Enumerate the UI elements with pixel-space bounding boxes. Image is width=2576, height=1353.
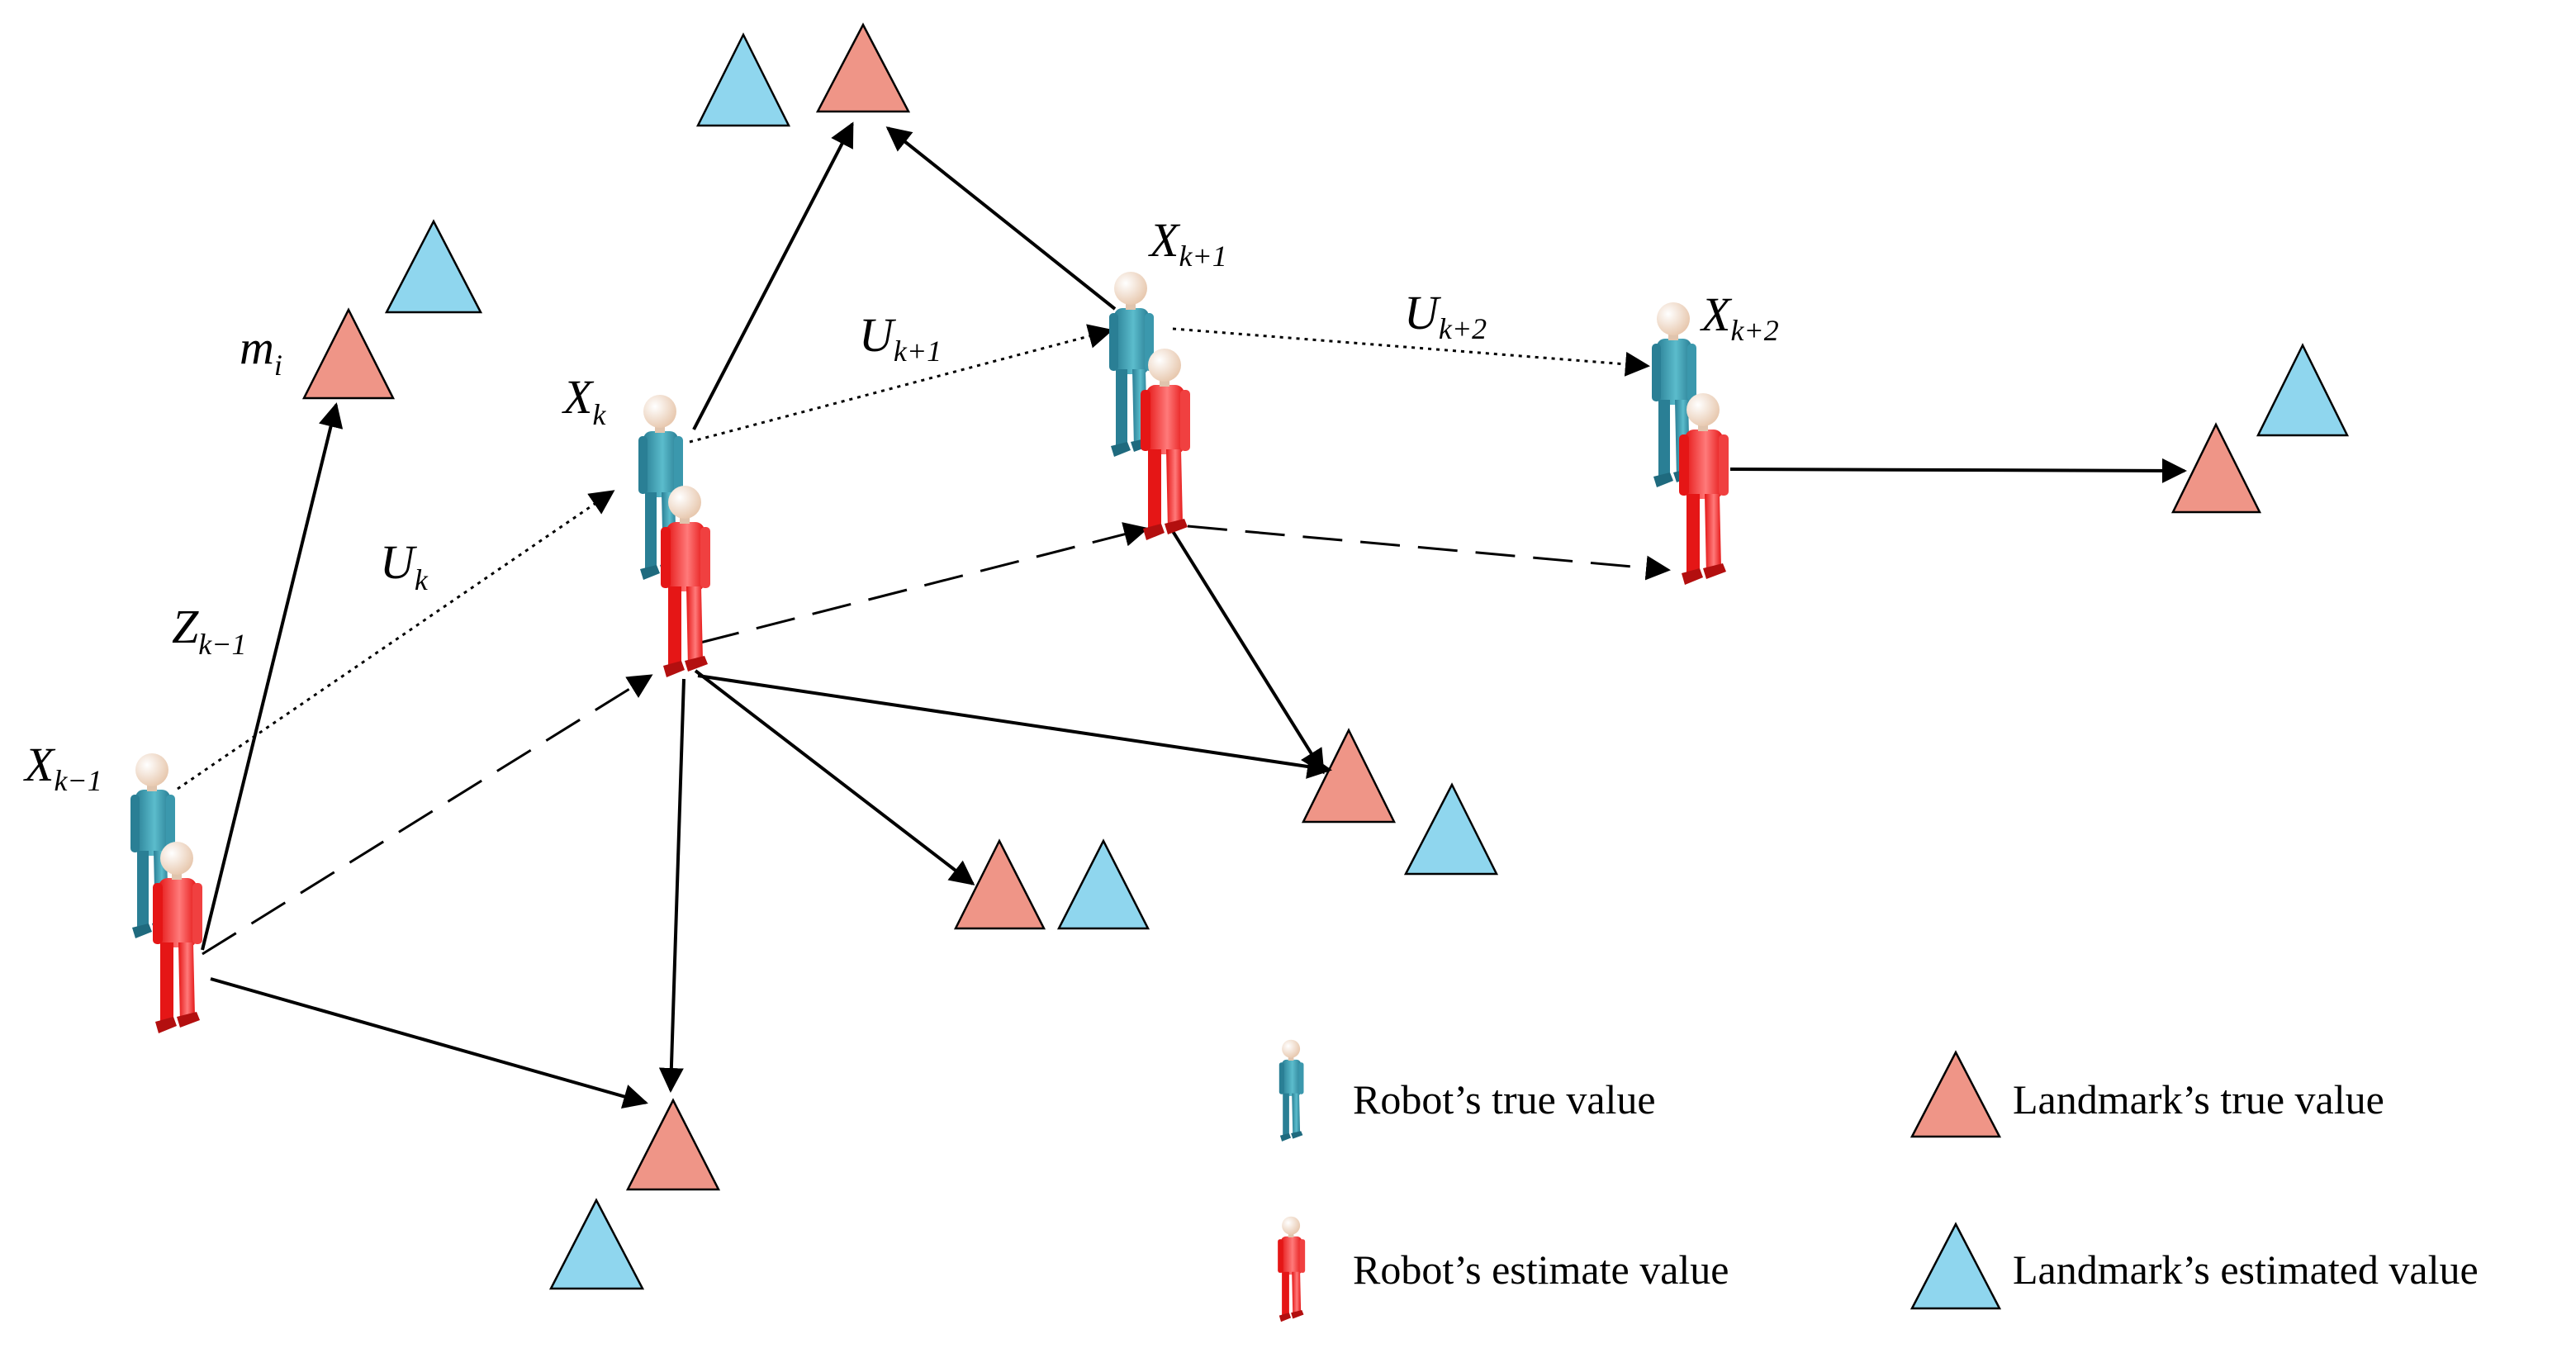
label-x-k+2: Xk+2 — [1700, 287, 1779, 347]
landmark-estimated — [695, 32, 791, 127]
landmark-estimated — [1403, 782, 1499, 876]
arrow-observation — [1169, 527, 1325, 775]
arrow-observation — [692, 121, 854, 430]
label-u-k: Uk — [380, 535, 429, 596]
legend-robot-true-icon — [1279, 1039, 1304, 1142]
landmark-true — [625, 1098, 721, 1191]
legend-robot-true-label: Robot’s true value — [1353, 1076, 1656, 1123]
legend-robot-estimate: Robot’s estimate value — [1278, 1216, 1729, 1322]
legend-landmark-estimated: Landmark’s estimated value — [1909, 1222, 2479, 1310]
arrow-observation — [201, 402, 344, 951]
legend-landmark-true-label: Landmark’s true value — [2013, 1076, 2384, 1123]
arrow-observation — [210, 977, 648, 1109]
legend-landmark-estimated-label: Landmark’s estimated value — [2013, 1246, 2479, 1293]
landmarks — [301, 22, 2350, 1290]
arrow-estimate — [700, 522, 1149, 644]
landmark-true — [2170, 422, 2262, 514]
legend: Robot’s true value Robot’s estimate valu… — [1278, 1039, 2479, 1322]
legend-landmark-estimated-icon — [1909, 1222, 2002, 1310]
landmark-estimated — [2256, 343, 2350, 437]
arrow-observation — [1729, 458, 2187, 483]
estimate-arrows — [202, 522, 1671, 956]
label-m-i: mi — [240, 320, 282, 382]
arrow-estimate — [202, 674, 653, 956]
landmark-true — [953, 838, 1046, 930]
control-arrows — [177, 324, 1650, 790]
robot-estimate-k+1 — [1141, 349, 1190, 540]
label-x-k-1: Xk−1 — [23, 738, 102, 797]
math-labels: Xk−1 Xk Xk+1 Xk+2 Uk Uk+1 Uk+2 Zk−1 mi — [23, 213, 1779, 797]
legend-robot-estimate-icon — [1278, 1216, 1306, 1322]
landmark-estimated — [548, 1198, 645, 1290]
label-x-k+1: Xk+1 — [1148, 213, 1227, 273]
legend-robot-true: Robot’s true value — [1279, 1039, 1656, 1142]
arrow-control — [177, 490, 615, 790]
landmark-true — [301, 307, 396, 400]
arrow-estimate — [1187, 525, 1671, 581]
arrow-observation — [885, 126, 1117, 311]
landmark-true — [1301, 728, 1397, 824]
arrow-observation — [658, 678, 686, 1093]
landmark-estimated — [1056, 838, 1150, 930]
label-u-k+1: Uk+1 — [859, 308, 942, 368]
label-u-k+2: Uk+2 — [1404, 286, 1487, 345]
landmark-true — [815, 22, 911, 113]
landmark-estimated — [384, 219, 483, 314]
observation-arrows — [201, 121, 2187, 1109]
label-z-k-1: Zk−1 — [172, 600, 247, 661]
arrow-observation — [697, 674, 1332, 779]
legend-landmark-true-icon — [1909, 1050, 2002, 1138]
arrow-observation — [694, 669, 975, 885]
arrow-control — [689, 324, 1113, 444]
legend-landmark-true: Landmark’s true value — [1909, 1050, 2384, 1138]
arrow-control — [1172, 327, 1650, 377]
legend-robot-estimate-label: Robot’s estimate value — [1353, 1246, 1729, 1293]
label-x-k: Xk — [562, 370, 606, 431]
